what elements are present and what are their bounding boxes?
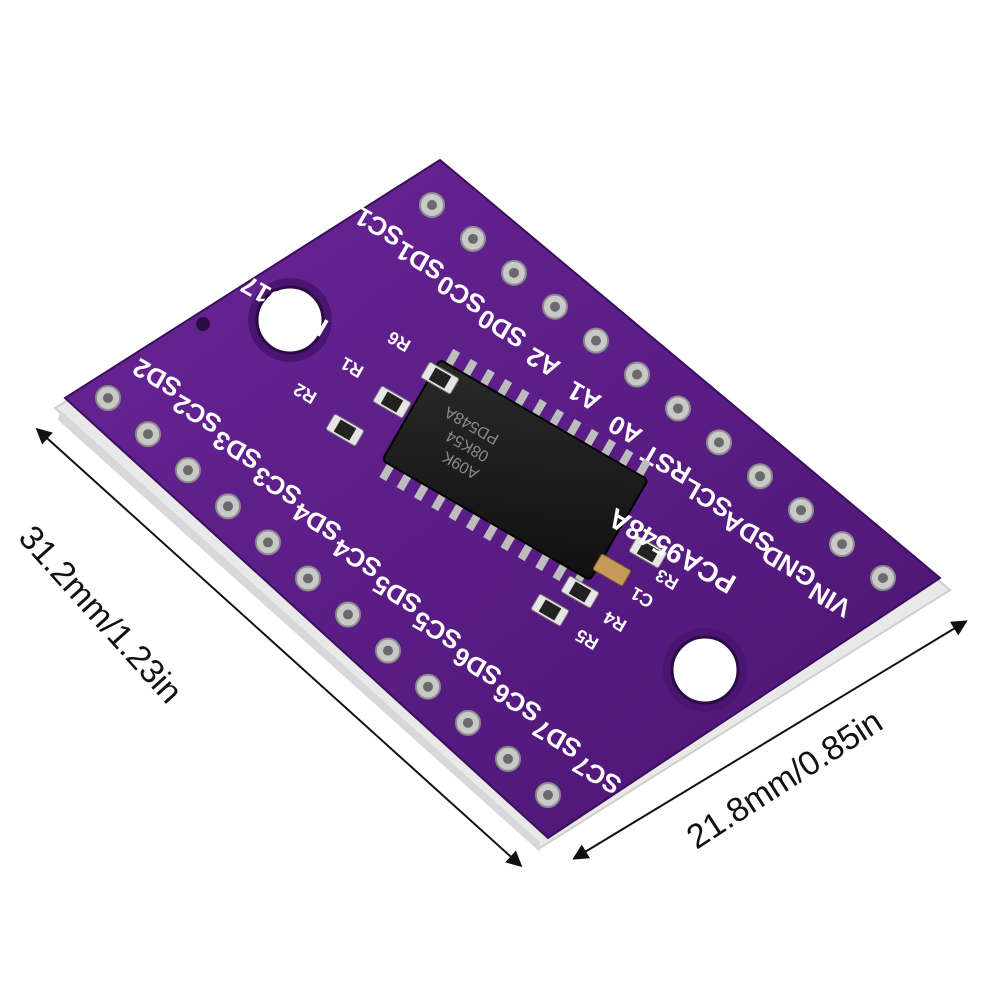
pin-pad-sc4	[295, 565, 321, 592]
mounting-hole-top	[248, 278, 332, 362]
pin-pad-sd2	[95, 385, 121, 411]
resistor-r5	[531, 593, 569, 627]
capacitor-c1	[593, 553, 631, 587]
pin-pad-sd7	[495, 745, 521, 772]
left-pin-row	[95, 385, 561, 808]
pin-pad-gnd	[829, 531, 855, 558]
pin-pad-rst	[706, 429, 732, 456]
pin-pad-a1	[624, 361, 650, 388]
mounting-hole-bottom	[663, 628, 747, 712]
resistor-r4	[561, 575, 599, 609]
pin-pad-sc0	[501, 259, 527, 286]
resistor-r2	[326, 413, 364, 447]
pin-pad-sc1	[419, 192, 445, 218]
resistor-r1	[373, 385, 411, 419]
pin-pad-sd6	[415, 673, 441, 700]
pin-pad-sc6	[455, 709, 481, 736]
pin-pad-vin	[870, 565, 896, 591]
pin-pad-sd5	[335, 601, 361, 628]
pin-pad-sd3	[175, 457, 201, 484]
resistor-r6	[421, 361, 459, 395]
pin-pad-a2	[583, 327, 609, 354]
resistor-r3	[629, 535, 667, 569]
pin-pad-sc3	[215, 493, 241, 520]
pin-pad-scl	[747, 463, 773, 490]
pin-pad-sda	[788, 497, 814, 524]
right-pin-row	[419, 192, 896, 591]
pin-pad-sd0	[542, 293, 568, 320]
pin-pad-sd1	[460, 225, 486, 252]
length-dimension-arrow	[35, 427, 523, 868]
pcb-side-shadow	[58, 410, 540, 852]
fiducial-dot	[196, 317, 210, 331]
pin-pad-sc7	[535, 782, 561, 808]
pin-pad-sd4	[255, 529, 281, 556]
pin-pad-a0	[665, 395, 691, 422]
pin-pad-sc2	[135, 421, 161, 448]
pin-pad-sc5	[375, 637, 401, 664]
width-dimension-arrow	[572, 620, 968, 860]
